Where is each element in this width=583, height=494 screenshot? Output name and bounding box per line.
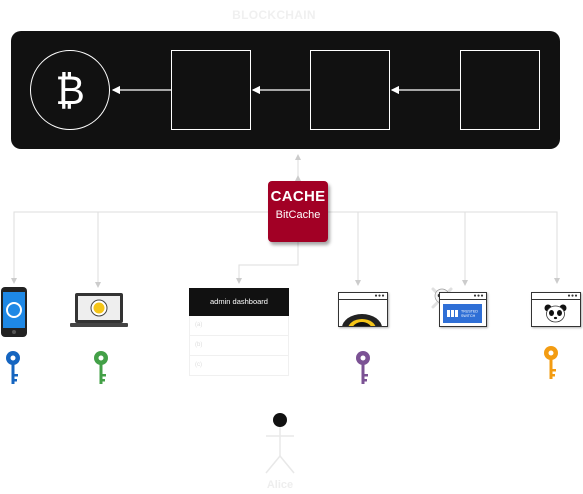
browser-titlebar: ●●● [339,293,387,300]
browser-window-panda: ●●● [531,292,581,327]
admin-dashboard[interactable]: admin dashboard (a) (b) (c) [189,288,289,376]
key-icon-blue [6,351,20,384]
banner-text-2: SWITCH [461,314,476,318]
banner-text-1: TRUSTED [461,310,478,314]
dashboard-row: (a) [189,316,289,336]
dashboard-row: (c) [189,356,289,376]
bitcoin-icon: ₿ [30,50,110,130]
banner-image: TRUSTED SWITCH [443,304,482,323]
eclipse-image [342,314,382,342]
key-icon-green [94,351,108,384]
cache-subtitle: BitCache [275,209,321,221]
stick-figure-icon [265,413,295,474]
key-icon-orange [544,346,558,379]
dashboard-title: admin dashboard [189,288,289,316]
chain-arrows [111,85,460,95]
mobile-phone-icon [1,287,27,337]
window-controls-icon: ●●● [473,293,484,299]
browser-window-banner: ●●● TRUSTED SWITCH [439,292,487,327]
window-controls-icon: ●●● [374,293,385,299]
wire-cache-to-dashboard [236,242,299,284]
laptop-icon [70,293,128,327]
dashboard-row: (b) [189,336,289,356]
chain-block-1 [171,50,251,130]
chain-block-3 [460,50,540,130]
wire-cache-to-panda [328,211,560,284]
blockchain-title: BLOCKCHAIN [232,8,316,22]
browser-titlebar: ●●● [440,293,486,300]
browser-window-eclipse: ●●● [338,292,388,342]
wire-cache-to-phone [11,211,268,284]
window-controls-icon: ●●● [567,293,578,299]
cache-node[interactable]: CACHE BitCache [268,181,328,242]
browser-titlebar: ●●● [532,293,580,300]
panda-icon [544,304,567,323]
cache-title: CACHE [270,188,326,205]
chain-block-2 [310,50,390,130]
actor-label: Alice [266,479,294,491]
key-icon-purple [356,351,370,384]
